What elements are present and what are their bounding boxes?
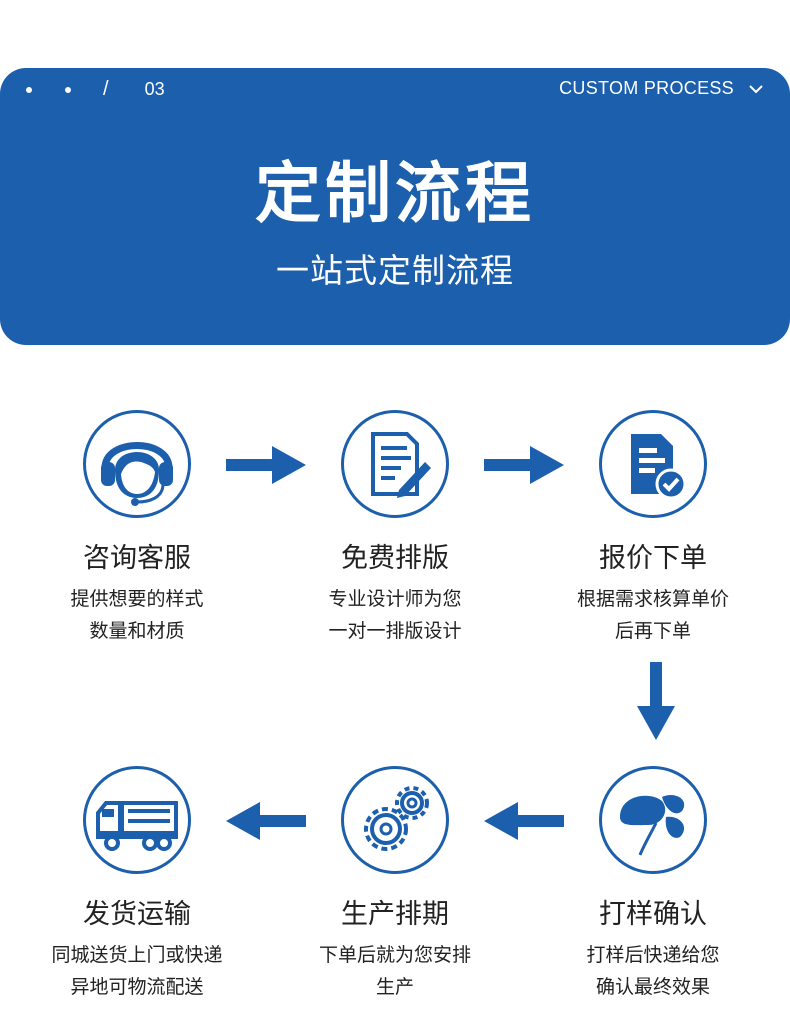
step-desc-line: 提供想要的样式	[70, 588, 204, 610]
step-description: 根据需求核算单价 后再下单	[533, 583, 773, 647]
step-icon-circle	[341, 766, 449, 874]
truck-icon	[96, 801, 178, 851]
step-desc-line: 打样后快递给您	[586, 944, 720, 966]
step-icon-circle	[83, 410, 191, 518]
page-subtitle: 一站式定制流程	[276, 251, 514, 290]
step-icon-circle	[341, 410, 449, 518]
separator-slash: /	[103, 78, 109, 100]
step-desc-line: 一对一排版设计	[328, 620, 462, 642]
arrow-right-icon	[484, 446, 564, 484]
step-desc-line: 生产	[375, 976, 414, 998]
step-icon-circle	[599, 766, 707, 874]
step-description: 同城送货上门或快递 异地可物流配送	[17, 939, 257, 1003]
step-desc-line: 数量和材质	[89, 620, 185, 642]
arrow-left-icon	[484, 802, 564, 840]
step-layout: 免费排版 专业设计师为您 一对一排版设计	[275, 410, 515, 647]
step-title: 发货运输	[83, 899, 191, 930]
step-description: 下单后就为您安排 生产	[275, 939, 515, 1003]
arrow-left-icon	[226, 802, 306, 840]
section-english-label: CUSTOM PROCESS	[559, 78, 764, 99]
step-title: 打样确认	[599, 899, 707, 930]
step-desc-line: 根据需求核算单价	[576, 588, 729, 610]
step-description: 专业设计师为您 一对一排版设计	[275, 583, 515, 647]
step-description: 打样后快递给您 确认最终效果	[533, 939, 773, 1003]
chevron-down-icon	[749, 84, 763, 93]
step-description: 提供想要的样式 数量和材质	[17, 583, 257, 647]
section-number: 03	[144, 79, 165, 99]
english-label-text: CUSTOM PROCESS	[559, 78, 734, 98]
step-desc-line: 同城送货上门或快递	[51, 944, 223, 966]
headset-agent-icon	[101, 442, 173, 506]
dot-icon	[65, 86, 71, 93]
step-production: 生产排期 下单后就为您安排 生产	[275, 766, 515, 1003]
page-title: 定制流程	[255, 155, 535, 232]
document-check-icon	[631, 434, 687, 500]
arrow-right-icon	[226, 446, 306, 484]
step-shipping: 发货运输 同城送货上门或快递 异地可物流配送	[17, 766, 257, 1003]
step-desc-line: 确认最终效果	[595, 976, 710, 998]
step-icon-circle	[83, 766, 191, 874]
arrow-down-icon	[637, 662, 675, 740]
header-banner: / 03 CUSTOM PROCESS 定制流程 一站式定制流程	[0, 68, 790, 345]
step-consult: 咨询客服 提供想要的样式 数量和材质	[17, 410, 257, 647]
step-desc-line: 下单后就为您安排	[318, 944, 471, 966]
step-desc-line: 异地可物流配送	[70, 976, 204, 998]
document-pen-icon	[371, 432, 431, 498]
step-title: 生产排期	[341, 899, 449, 930]
step-title: 咨询客服	[83, 543, 191, 574]
step-quote-order: 报价下单 根据需求核算单价 后再下单	[533, 410, 773, 647]
step-desc-line: 专业设计师为您	[328, 588, 462, 610]
dot-icon	[26, 86, 32, 93]
step-title: 免费排版	[341, 543, 449, 574]
gears-icon	[364, 786, 429, 851]
step-icon-circle	[599, 410, 707, 518]
leaf-sample-icon	[620, 794, 685, 856]
step-desc-line: 后再下单	[614, 620, 691, 642]
step-sample-confirm: 打样确认 打样后快递给您 确认最终效果	[533, 766, 773, 1003]
page-indicator: / 03	[22, 78, 165, 101]
step-title: 报价下单	[599, 543, 707, 574]
